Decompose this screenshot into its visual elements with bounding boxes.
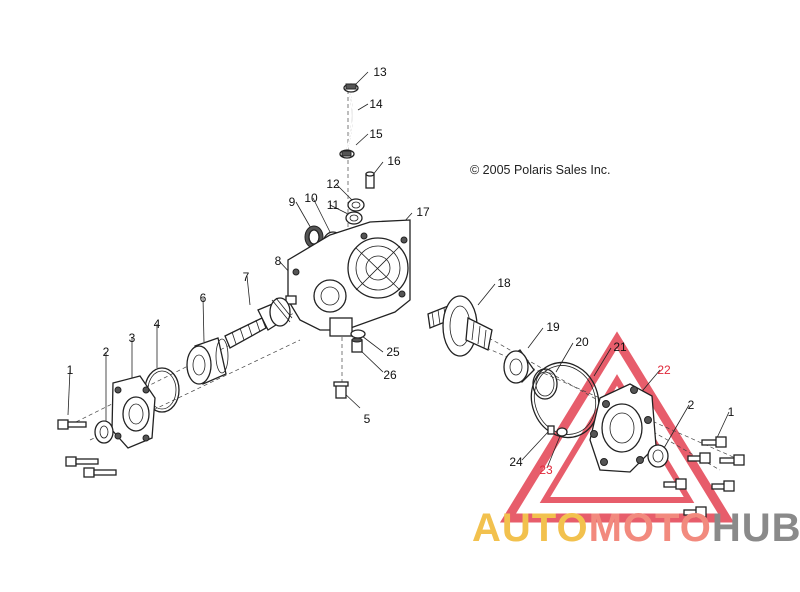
part-label: 21 <box>613 340 627 354</box>
part-label: 25 <box>386 345 400 359</box>
part-14-vent-hose <box>346 93 353 151</box>
part-7-pinion-shaft <box>224 297 293 349</box>
part-label: 5 <box>363 412 371 426</box>
part-label: 12 <box>326 177 340 191</box>
part-12-plug <box>347 198 365 212</box>
copyright-notice: © 2005 Polaris Sales Inc. <box>470 163 611 177</box>
part-15-clamp <box>339 149 355 159</box>
part-2-seal-right <box>647 444 669 468</box>
part-19-bearing <box>503 349 535 384</box>
part-1-bolts-right <box>663 436 745 518</box>
part-24-dowel <box>547 425 555 435</box>
part-label: 14 <box>369 97 383 111</box>
part-18-ring-gear <box>427 295 493 357</box>
watermark-part-2: MOTO <box>588 506 712 550</box>
part-label: 17 <box>416 205 430 219</box>
part-5-drain-plug <box>333 381 349 399</box>
part-21-large-o-ring <box>530 361 600 439</box>
part-26-fitting <box>351 337 363 353</box>
part-label: 19 <box>546 320 560 334</box>
part-13-clamp <box>343 83 359 93</box>
part-label: 15 <box>369 127 383 141</box>
part-label: 3 <box>128 331 136 345</box>
part-label: 13 <box>373 65 387 79</box>
part-label: 8 <box>274 254 282 268</box>
part-label: 2 <box>102 345 110 359</box>
part-label: 24 <box>509 455 523 469</box>
part-label: 11 <box>326 198 340 212</box>
part-label: 4 <box>153 317 161 331</box>
part-label: 1 <box>66 363 74 377</box>
part-6-bearing <box>186 337 229 385</box>
part-label: 26 <box>383 368 397 382</box>
part-11-washer <box>345 211 363 225</box>
part-23-washer <box>556 427 568 437</box>
part-1-bolts-left <box>57 419 117 478</box>
part-label: 10 <box>304 191 318 205</box>
part-label: 1 <box>727 405 735 419</box>
part-22-cover <box>589 383 657 473</box>
part-label: 20 <box>575 335 589 349</box>
part-label: 7 <box>242 270 250 284</box>
part-label: 9 <box>288 195 296 209</box>
part-25-washer <box>350 329 366 339</box>
part-label: 16 <box>387 154 401 168</box>
part-label: 23 <box>539 463 553 477</box>
watermark-part-1: AUTO <box>472 506 589 550</box>
part-label: 6 <box>199 291 207 305</box>
part-17-gearcase-housing <box>287 219 411 337</box>
part-label: 22 <box>657 363 671 377</box>
part-16-vent-fitting <box>365 171 375 189</box>
leader-lines <box>67 71 730 469</box>
watermark-text: AUTOMOTOHUB <box>472 508 800 548</box>
part-2-seal-left <box>94 420 114 444</box>
watermark-part-3: HUB <box>711 506 800 550</box>
part-label: 2 <box>687 398 695 412</box>
part-label: 18 <box>497 276 511 290</box>
